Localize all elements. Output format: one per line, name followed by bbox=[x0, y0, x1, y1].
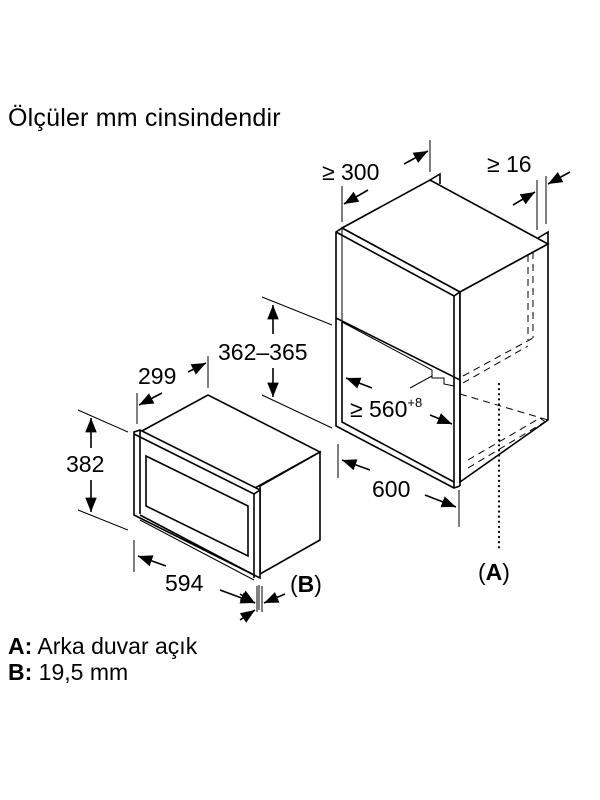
dimension-appliance-depth: 299 bbox=[136, 356, 209, 424]
dimension-niche-height: 362–365 bbox=[218, 296, 333, 429]
niche-height-label: 362–365 bbox=[218, 339, 308, 365]
appliance-width-label: 594 bbox=[165, 570, 204, 596]
appliance-depth-label: 299 bbox=[138, 363, 176, 389]
dimension-b-gap: (B) bbox=[239, 571, 322, 623]
dimension-appliance-width: 594 bbox=[133, 540, 260, 610]
cabinet-depth-label: ≥ 300 bbox=[322, 159, 379, 185]
legend-key-a: A: bbox=[8, 633, 33, 659]
legend-text-b: 19,5 mm bbox=[38, 659, 129, 685]
niche-width-tolerance: +8 bbox=[407, 395, 422, 410]
dimension-niche-width: ≥ 560+8 bbox=[345, 377, 453, 425]
dimension-appliance-height: 382 bbox=[66, 409, 129, 531]
dimension-side-clearance: ≥ 16 bbox=[487, 151, 571, 230]
cabinet-unit bbox=[335, 172, 550, 552]
dimension-cabinet-width: 600 bbox=[337, 444, 460, 527]
niche-width-label: ≥ 560+8 bbox=[350, 395, 422, 422]
niche-width-value: ≥ 560 bbox=[350, 396, 407, 422]
marker-b: (B) bbox=[290, 571, 322, 597]
appliance-height-label: 382 bbox=[66, 451, 104, 477]
cabinet-width-label: 600 bbox=[372, 476, 410, 502]
marker-a: (A) bbox=[478, 559, 510, 585]
legend-item-a: A: Arka duvar açık bbox=[8, 634, 197, 659]
microwave-appliance bbox=[133, 394, 322, 581]
legend-text-a: Arka duvar açık bbox=[37, 633, 198, 659]
diagram-title: Ölçüler mm cinsindendir bbox=[8, 104, 281, 132]
legend-key-b: B: bbox=[8, 659, 33, 685]
legend-item-b: B: 19,5 mm bbox=[8, 660, 128, 685]
dimension-cabinet-depth: ≥ 300 bbox=[322, 140, 431, 222]
side-clearance-label: ≥ 16 bbox=[487, 151, 532, 177]
